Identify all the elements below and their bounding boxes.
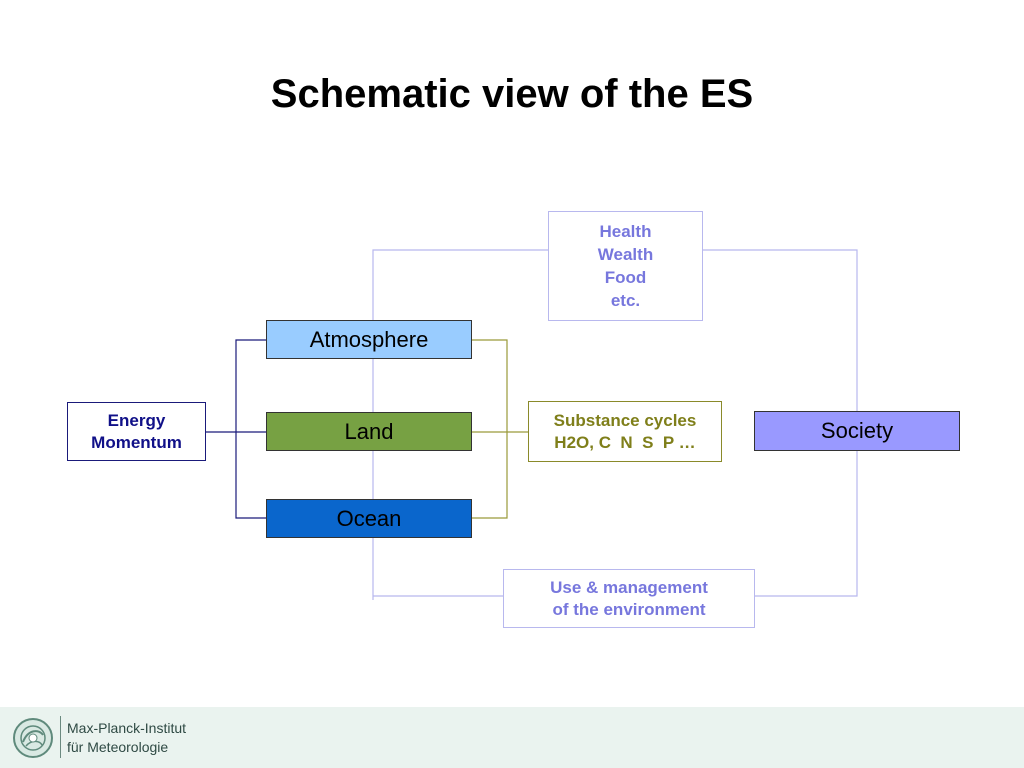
use-management-box: Use & management of the environment bbox=[503, 569, 755, 628]
substance-elements-label: H2O, C N S P … bbox=[554, 432, 696, 452]
bottom-right-loop-line bbox=[755, 451, 858, 597]
footer-bar: Max-Planck-Institut für Meteorologie bbox=[0, 707, 1024, 768]
institute-line-2: für Meteorologie bbox=[67, 739, 169, 755]
energy-momentum-box: Energy Momentum bbox=[67, 402, 206, 461]
land-label: Land bbox=[344, 418, 394, 444]
substance-cycles-box: Substance cycles H2O, C N S P … bbox=[528, 401, 722, 462]
energy-bracket bbox=[206, 339, 266, 519]
logo-divider bbox=[60, 716, 61, 758]
institute-name: Max-Planck-Institut für Meteorologie bbox=[67, 719, 186, 757]
substance-cycles-label: Substance cycles bbox=[553, 410, 697, 430]
atmosphere-label: Atmosphere bbox=[309, 326, 429, 352]
food-label: Food bbox=[604, 268, 647, 287]
society-label: Society bbox=[820, 418, 894, 443]
ocean-box: Ocean bbox=[266, 499, 472, 538]
health-wealth-box: Health Wealth Food etc. bbox=[548, 211, 703, 321]
etc-label: etc. bbox=[610, 291, 641, 310]
wealth-label: Wealth bbox=[597, 245, 654, 264]
society-box: Society bbox=[754, 411, 960, 451]
land-box: Land bbox=[266, 412, 472, 451]
left-loop-line bbox=[372, 249, 548, 600]
mpi-logo-icon bbox=[13, 718, 53, 758]
ocean-label: Ocean bbox=[336, 505, 402, 531]
feedback-loop-lines bbox=[372, 249, 858, 600]
top-right-loop-line bbox=[703, 249, 858, 411]
substance-bracket bbox=[472, 339, 528, 519]
atmosphere-box: Atmosphere bbox=[266, 320, 472, 359]
health-label: Health bbox=[599, 222, 652, 241]
energy-label: Energy bbox=[107, 410, 166, 430]
use-management-label: Use & management bbox=[550, 577, 708, 597]
page-title: Schematic view of the ES bbox=[270, 72, 754, 116]
environment-label: of the environment bbox=[552, 599, 706, 619]
momentum-label: Momentum bbox=[91, 432, 182, 452]
institute-line-1: Max-Planck-Institut bbox=[67, 720, 187, 736]
